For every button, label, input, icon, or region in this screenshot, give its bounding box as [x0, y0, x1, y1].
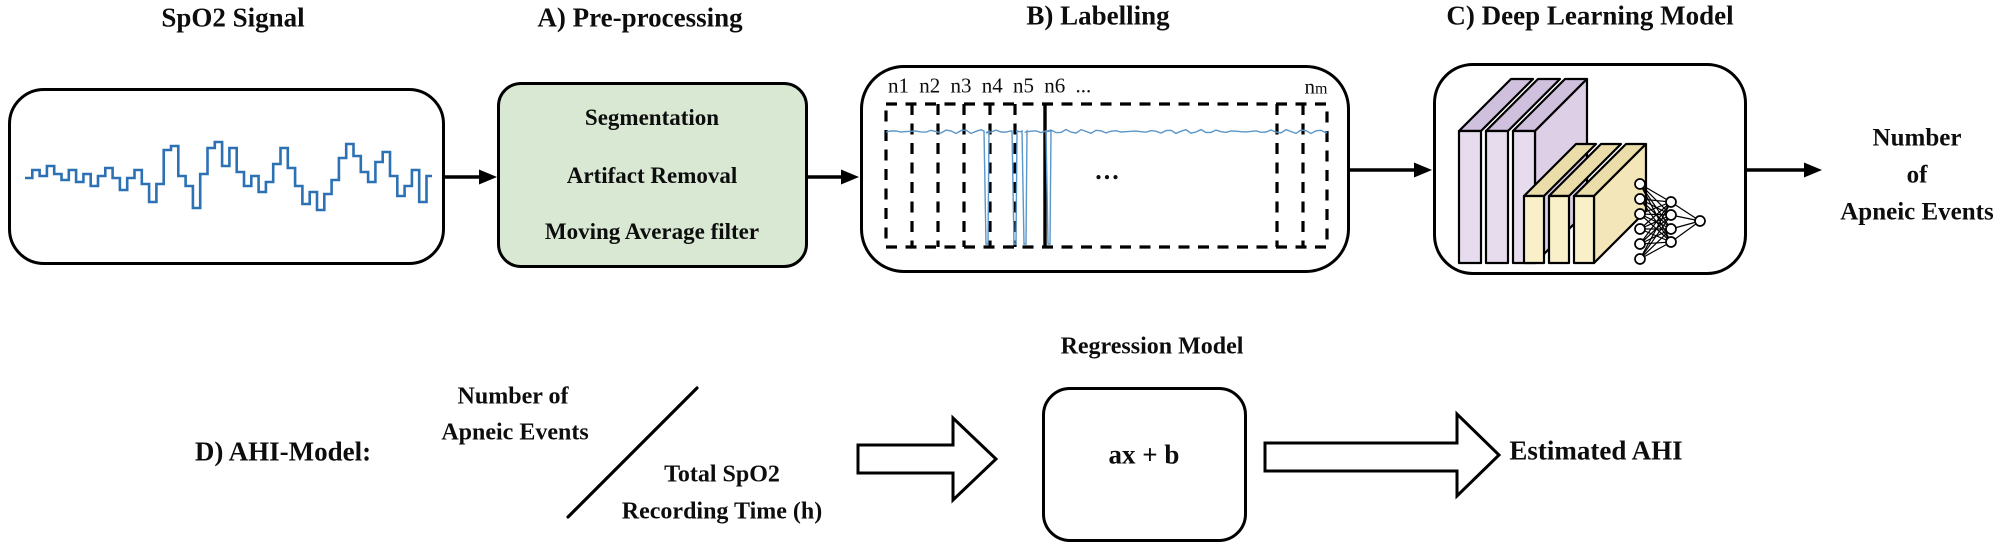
- segment-labels: n1 n2 n3 n4 n5 n6 ...: [888, 73, 1092, 98]
- regression-title: Regression Model: [1060, 333, 1244, 360]
- arrow-model-to-output: [1747, 162, 1822, 178]
- arrow-spo2-to-preprocessing: [445, 169, 497, 185]
- output-line3: Apneic Events: [1840, 198, 1994, 226]
- block-arrow-to-regression: [856, 414, 999, 504]
- output-line2: of: [1906, 161, 1928, 189]
- nm-sub: m: [1315, 80, 1328, 98]
- nm-base: n: [1304, 74, 1316, 99]
- segment-label-nm: nm: [1305, 75, 1328, 100]
- deep-learning-title: C) Deep Learning Model: [1446, 0, 1734, 31]
- fraction-numerator-line2: Apneic Events: [441, 419, 589, 446]
- fraction-denominator-line1: Total SpO2: [664, 461, 780, 488]
- preprocessing-step-moving-average: Moving Average filter: [544, 219, 760, 244]
- spo2-title: SpO2 Signal: [161, 2, 305, 33]
- preprocessing-step-artifact-removal: Artifact Removal: [566, 163, 738, 188]
- regression-box: [1042, 387, 1247, 542]
- labelling-title: B) Labelling: [1026, 0, 1170, 31]
- deep-learning-box: [1433, 63, 1747, 275]
- apneic-events-output: Number of Apneic Events: [1840, 120, 1993, 231]
- estimated-ahi-output: Estimated AHI: [1509, 435, 1683, 466]
- arrow-labelling-to-model: [1350, 162, 1432, 178]
- preprocessing-box: [497, 82, 808, 268]
- block-arrow-to-estimated-ahi: [1263, 410, 1502, 500]
- spo2-signal-box: [8, 88, 445, 265]
- preprocessing-title: A) Pre-processing: [537, 2, 743, 33]
- segment-ellipsis: ...: [1095, 156, 1121, 185]
- fraction-numerator-line1: Number of: [457, 383, 569, 410]
- fraction-denominator-line2: Recording Time (h): [621, 498, 823, 525]
- arrow-preprocessing-to-labelling: [808, 169, 859, 185]
- ahi-model-label: D) AHI-Model:: [194, 436, 372, 467]
- output-line1: Number: [1872, 124, 1962, 152]
- preprocessing-step-segmentation: Segmentation: [584, 105, 720, 130]
- regression-formula: ax + b: [1108, 439, 1180, 470]
